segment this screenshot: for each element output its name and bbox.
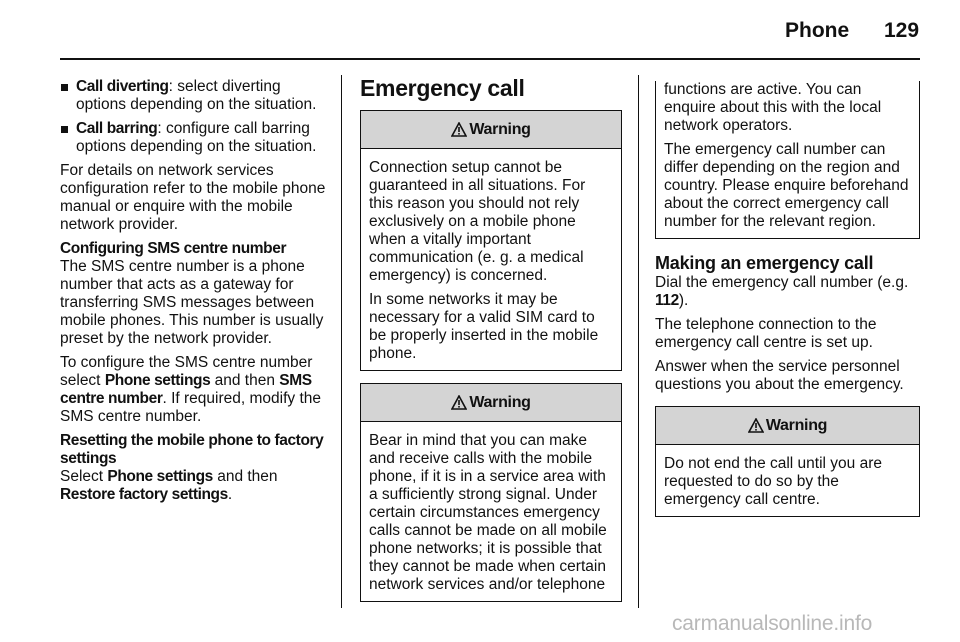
warning-box-1: Warning Connection setup cannot be guara… (360, 110, 622, 371)
warning-label: Warning (469, 393, 531, 411)
connection-paragraph: The telephone connection to the emergenc… (655, 316, 877, 351)
watermark: carmanualsonline.info (672, 612, 873, 635)
text: . (227, 486, 233, 503)
warning-box-2-continued: functions are active. You can enquire ab… (655, 81, 920, 239)
warning-body: Connection setup cannot be guaranteed in… (361, 149, 621, 370)
text: and then (212, 468, 278, 485)
section-title-emergency-call: Emergency call (360, 75, 525, 101)
bullet-call-barring: Call barring: configure call barring opt… (60, 120, 330, 156)
bullet-call-diverting: Call diverting: select diverting options… (60, 78, 330, 114)
making-emergency-call-heading: Making an emergency call (655, 253, 874, 273)
reset-heading: Resetting the mobile phone to factory se… (60, 432, 324, 467)
warning-header: Warning (656, 407, 919, 445)
warning-text: functions are active. You can enquire ab… (664, 81, 882, 134)
warning-label: Warning (469, 120, 531, 138)
text: Dial the emergency call number (e.g. (655, 274, 909, 291)
column-left: Call diverting: select diverting options… (60, 78, 330, 510)
menu-ref-phone-settings: Phone settings (107, 468, 213, 485)
menu-ref-phone-settings: Phone settings (104, 372, 211, 389)
sms-centre-heading: Configuring SMS centre number (60, 240, 287, 257)
warning-text: The emergency call number can differ dep… (664, 141, 909, 230)
column-divider-right (638, 75, 639, 608)
warning-text: Connection setup cannot be guaranteed in… (369, 159, 586, 284)
page-number: 129 (884, 19, 920, 42)
text: . If required, modify the SMS centre num… (60, 390, 321, 425)
warning-text: Bear in mind that you can make and recei… (369, 432, 607, 593)
warning-label: Warning (765, 416, 828, 434)
warning-text: Do not end the call until you are reques… (664, 455, 882, 508)
bullet-term: Call barring (76, 120, 158, 137)
bullet-text: : select diverting options depending on … (76, 78, 317, 113)
menu-ref-sms-centre-number: SMS centre number (60, 372, 312, 407)
network-services-paragraph: For details on network services configur… (60, 162, 326, 233)
bullet-square-icon (61, 84, 68, 91)
warning-header: Warning (361, 384, 621, 422)
text: ). (678, 292, 689, 309)
page-header-title: Phone (785, 19, 850, 42)
emergency-number: 112 (655, 292, 679, 309)
warning-triangle-icon (451, 122, 468, 137)
warning-box-2: Warning Bear in mind that you can make a… (360, 383, 622, 602)
warning-body: Bear in mind that you can make and recei… (361, 422, 621, 601)
column-middle: Emergency call Warning Connection setup … (360, 74, 622, 602)
warning-box-3: Warning Do not end the call until you ar… (655, 406, 920, 517)
sms-configure-paragraph: To configure the SMS centre number selec… (60, 354, 330, 426)
bullet-square-icon (61, 126, 68, 133)
header-rule (60, 58, 920, 60)
bullet-text: : configure call barring options dependi… (76, 120, 317, 155)
dial-number-paragraph: Dial the emergency call number (e.g. 112… (655, 274, 920, 310)
warning-body: Do not end the call until you are reques… (656, 445, 919, 516)
warning-triangle-icon (747, 418, 764, 433)
menu-ref-restore-factory-settings: Restore factory settings (60, 486, 228, 503)
text: Select (60, 468, 108, 485)
warning-header: Warning (361, 111, 621, 149)
reset-paragraph: Select Phone settings and then Restore f… (60, 468, 330, 504)
warning-triangle-icon (451, 395, 468, 410)
text: To configure the SMS centre number selec… (60, 354, 313, 389)
column-divider-left (341, 75, 342, 608)
text: and then (210, 372, 280, 389)
column-right: functions are active. You can enquire ab… (655, 81, 920, 529)
sms-centre-paragraph: The SMS centre number is a phone number … (60, 258, 324, 347)
bullet-term: Call diverting (76, 78, 169, 95)
answer-paragraph: Answer when the service personnel questi… (655, 358, 904, 393)
warning-text: In some networks it may be necessary for… (369, 291, 599, 362)
